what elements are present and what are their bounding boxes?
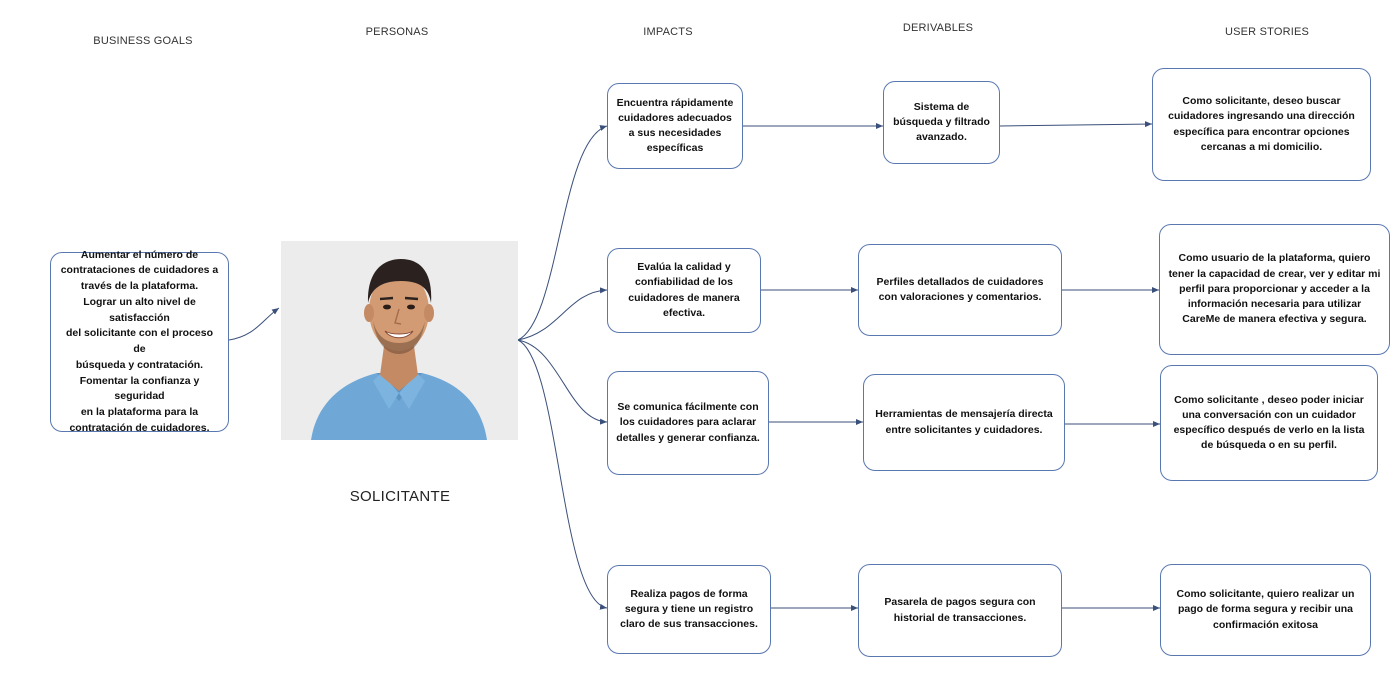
derivable-text-3: Herramientas de mensajería directa entre… <box>875 408 1053 436</box>
user-story-box-1[interactable]: Como solicitante, deseo buscar cuidadore… <box>1152 68 1371 181</box>
user-story-box-3[interactable]: Como solicitante , deseo poder iniciar u… <box>1160 365 1378 481</box>
user-story-text-1: Como solicitante, deseo buscar cuidadore… <box>1168 95 1355 153</box>
impact-box-1[interactable]: Encuentra rápidamente cuidadores adecuad… <box>607 83 743 169</box>
user-story-text-2: Como usuario de la plataforma, quiero te… <box>1168 252 1381 326</box>
header-personas: PERSONAS <box>365 26 429 38</box>
derivable-text-2: Perfiles detallados de cuidadores con va… <box>876 275 1044 303</box>
persona-photo <box>281 241 518 440</box>
connector-persona-impact-3 <box>517 339 608 425</box>
persona-portrait <box>281 241 518 440</box>
derivable-text-1: Sistema de búsqueda y filtrado avanzado. <box>893 100 990 144</box>
persona-name: SOLICITANTE <box>349 488 451 505</box>
connector-derivable-story-1 <box>999 121 1153 128</box>
user-story-box-4[interactable]: Como solicitante, quiero realizar un pag… <box>1160 564 1371 656</box>
derivable-box-2[interactable]: Perfiles detallados de cuidadores con va… <box>858 244 1062 336</box>
connector-persona-impact-4 <box>517 339 608 610</box>
header-derivables: DERIVABLES <box>902 22 974 34</box>
header-impacts: IMPACTS <box>643 26 693 38</box>
impact-box-3[interactable]: Se comunica fácilmente con los cuidadore… <box>607 371 769 475</box>
user-story-text-4: Como solicitante, quiero realizar un pag… <box>1176 588 1355 631</box>
connector-goal-persona <box>228 307 280 341</box>
connector-persona-impact-2 <box>517 287 608 341</box>
header-business-goals: BUSINESS GOALS <box>93 35 193 47</box>
impact-box-2[interactable]: Evalúa la calidad y confiabilidad de los… <box>607 248 761 333</box>
impact-box-4[interactable]: Realiza pagos de forma segura y tiene un… <box>607 565 771 654</box>
user-story-box-2[interactable]: Como usuario de la plataforma, quiero te… <box>1159 224 1390 355</box>
business-goal-box[interactable]: Aumentar el número de contrataciones de … <box>50 249 229 434</box>
derivable-box-4[interactable]: Pasarela de pagos segura con historial d… <box>858 564 1062 657</box>
derivable-text-4: Pasarela de pagos segura con historial d… <box>884 596 1036 624</box>
user-story-text-3: Como solicitante , deseo poder iniciar u… <box>1173 393 1365 452</box>
header-user-stories: USER STORIES <box>1224 26 1310 38</box>
derivable-box-3[interactable]: Herramientas de mensajería directa entre… <box>863 374 1065 471</box>
connector-persona-impact-1 <box>517 125 608 341</box>
impact-text-4: Realiza pagos de forma segura y tiene un… <box>620 587 758 631</box>
impact-text-1: Encuentra rápidamente cuidadores adecuad… <box>616 96 734 155</box>
business-goal-text: Aumentar el número de contrataciones de … <box>60 248 219 434</box>
impact-text-2: Evalúa la calidad y confiabilidad de los… <box>628 261 740 319</box>
impact-text-3: Se comunica fácilmente con los cuidadore… <box>616 401 760 444</box>
derivable-box-1[interactable]: Sistema de búsqueda y filtrado avanzado. <box>883 81 1000 164</box>
